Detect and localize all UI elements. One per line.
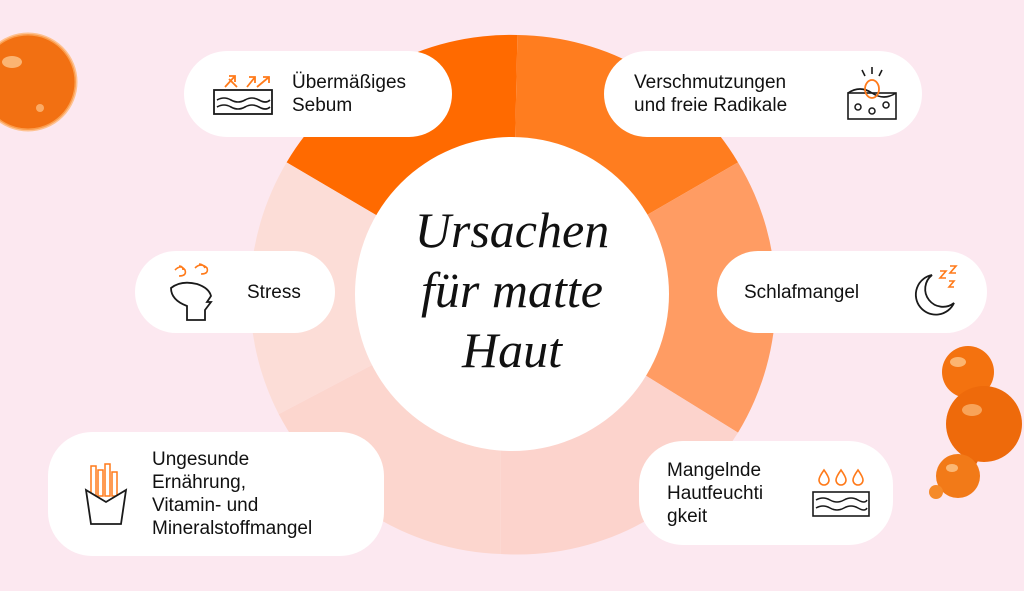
pollution-skin-icon [842, 64, 902, 124]
cause-card-pollution: Verschmutzungen und freie Radikale [604, 51, 922, 137]
cause-label-line: Hautfeuchti [667, 482, 764, 504]
cause-label-line: Sebum [292, 95, 353, 116]
moon-sleep-icon [905, 262, 965, 322]
title-line-1: Ursachen [414, 202, 610, 258]
cause-label-line: Ernährung, [152, 472, 247, 493]
cause-label-line: Mineralstoffmangel [152, 518, 313, 539]
diagram-title: Ursachen für matte Haut [392, 200, 632, 380]
ring-segment-nutrition [278, 355, 501, 554]
cause-label-pollution: Verschmutzungen und freie Radikale [634, 71, 842, 117]
ring-segment-sleep [623, 162, 776, 433]
cause-label-line: Verschmutzungen [634, 72, 787, 93]
skin-oil-icon [210, 69, 276, 119]
ring-segment-moisture [500, 362, 738, 555]
cause-label-line: Stress [247, 281, 301, 303]
ring-center-disc [355, 137, 669, 451]
cause-label-line: Schlafmangel [744, 281, 860, 303]
fries-icon [82, 462, 130, 526]
cause-card-nutrition: Ungesunde Ernährung, Vitamin- und Minera… [48, 432, 384, 556]
cause-label-line: Ungesunde [152, 449, 250, 470]
title-line-3: Haut [462, 322, 562, 378]
cause-card-stress: Stress [135, 251, 335, 333]
cause-ring [250, 34, 776, 555]
cause-label-sebum: Übermäßiges Sebum [292, 71, 452, 117]
cause-label-moisture: Mangelnde Hautfeuchti gkeit [667, 459, 809, 528]
cause-card-moisture: Mangelnde Hautfeuchti gkeit [639, 441, 893, 545]
cause-label-stress: Stress [247, 281, 335, 304]
cause-card-sleep: Schlafmangel [717, 251, 987, 333]
cause-label-line: und freie Radikale [634, 95, 788, 116]
cause-label-line: gkeit [667, 505, 708, 527]
water-drops-icon [809, 465, 873, 521]
cause-label-line: Mangelnde [667, 459, 762, 481]
cause-label-nutrition: Ungesunde Ernährung, Vitamin- und Minera… [152, 448, 384, 540]
cause-label-line: Übermäßiges [292, 72, 407, 93]
cause-label-line: Vitamin- und [152, 495, 259, 516]
title-line-2: für matte [421, 262, 603, 318]
stressed-head-icon [165, 262, 221, 322]
cause-label-sleep: Schlafmangel [744, 281, 905, 304]
cause-card-sebum: Übermäßiges Sebum [184, 51, 452, 137]
orange-molecule-droplets [929, 346, 1022, 499]
orange-droplet-top-left [0, 32, 78, 132]
